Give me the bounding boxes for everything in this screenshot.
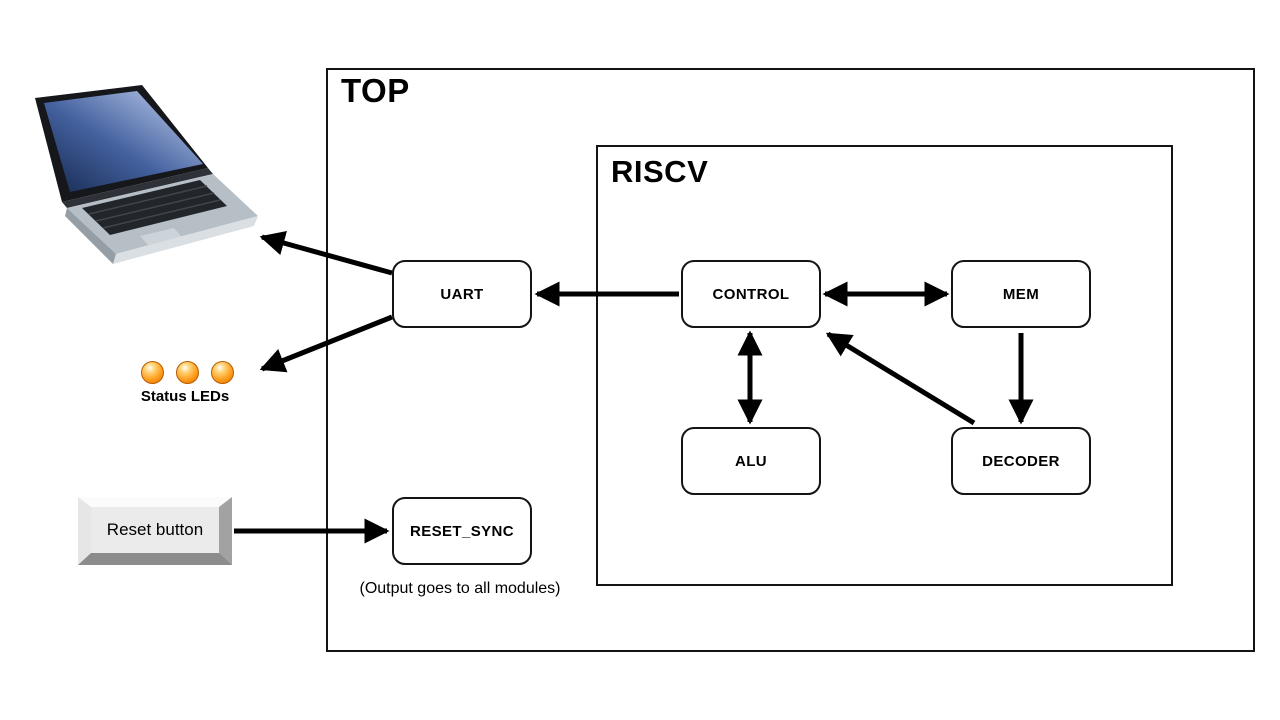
block-control-label: CONTROL — [712, 285, 790, 303]
block-uart-label: UART — [440, 285, 484, 303]
block-reset-sync: RESET_SYNC — [392, 497, 532, 565]
arrow-uart-to-laptop — [259, 230, 393, 276]
block-alu: ALU — [681, 427, 821, 495]
arrow-decoder-to-control — [825, 331, 976, 426]
block-control: CONTROL — [681, 260, 821, 328]
block-decoder: DECODER — [951, 427, 1091, 495]
riscv-container-box — [596, 145, 1173, 586]
top-container-box — [326, 68, 1255, 652]
riscv-container-label: RISCV — [611, 154, 709, 189]
reset-button: Reset button — [78, 497, 232, 565]
top-container-label: TOP — [341, 72, 410, 109]
led-icon — [141, 361, 164, 384]
laptop-icon — [35, 85, 258, 264]
reset-sync-note: (Output goes to all modules) — [359, 580, 561, 597]
laptop-image — [20, 80, 270, 285]
led-icon — [176, 361, 199, 384]
block-uart: UART — [392, 260, 532, 328]
block-decoder-label: DECODER — [982, 452, 1060, 470]
reset-button-label: Reset button — [106, 520, 204, 539]
led-icon — [211, 361, 234, 384]
arrow-uart-to-status-leds — [259, 314, 393, 373]
block-mem-label: MEM — [1002, 285, 1040, 303]
block-reset-sync-label: RESET_SYNC — [409, 522, 515, 540]
block-mem: MEM — [951, 260, 1091, 328]
block-alu-label: ALU — [734, 452, 768, 470]
status-leds-label: Status LEDs — [140, 388, 230, 405]
